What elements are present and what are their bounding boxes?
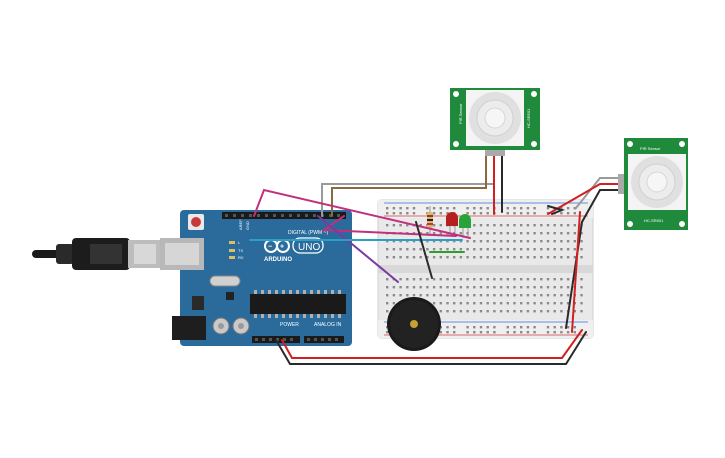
tx-led-label: TX — [238, 248, 243, 253]
uno-label: UNO — [298, 242, 320, 253]
pir-top-name-label: PIR Sensor — [458, 103, 463, 124]
pir-right-model-label: HC-SR501 — [644, 218, 664, 223]
pir-top-model-label: HC-SR501 — [526, 108, 531, 128]
power-jack — [172, 316, 206, 340]
wire-gray-pir2 — [575, 177, 621, 209]
aref-label: AREF — [238, 219, 243, 230]
svg-text:−: − — [268, 244, 272, 251]
gnd-top-label: GND — [245, 221, 250, 230]
wire-red-5v — [281, 329, 583, 359]
svg-text:+: + — [280, 244, 284, 251]
power-label: POWER — [280, 322, 299, 328]
piezo-buzzer — [387, 297, 441, 351]
pir-sensor-right: HC-SR501 PIR Sensor — [618, 138, 688, 230]
wire-black-gnd — [275, 331, 587, 365]
analog-in-label: ANALOG IN — [314, 322, 342, 328]
wire-magenta — [253, 188, 471, 239]
wire-black-pir2 — [565, 189, 621, 329]
wire-black-buzzer — [415, 221, 433, 279]
wire-red-rail — [571, 211, 581, 333]
wire-red-pir2 — [547, 183, 621, 215]
wire-magenta-2 — [321, 215, 457, 237]
arduino-brand-label: ARDUINO — [264, 257, 292, 263]
wire-black-rail — [547, 205, 566, 215]
arduino-uno-board: AREF GND DIGITAL (PWM ~) L TX RX − + UNO… — [160, 210, 352, 346]
pir-right-name-label: PIR Sensor — [640, 146, 661, 151]
l-led-label: L — [238, 240, 241, 245]
wire-brown-pir1 — [331, 149, 487, 217]
rx-led-label: RX — [238, 255, 244, 260]
usb-cable — [32, 238, 160, 270]
pir-sensor-top: HC-SR501 PIR Sensor — [450, 88, 540, 156]
digital-pwm-label: DIGITAL (PWM ~) — [288, 230, 328, 236]
wire-purple — [317, 215, 399, 283]
resistor — [427, 206, 433, 236]
wires — [249, 149, 621, 365]
atmega-chip — [250, 294, 346, 314]
